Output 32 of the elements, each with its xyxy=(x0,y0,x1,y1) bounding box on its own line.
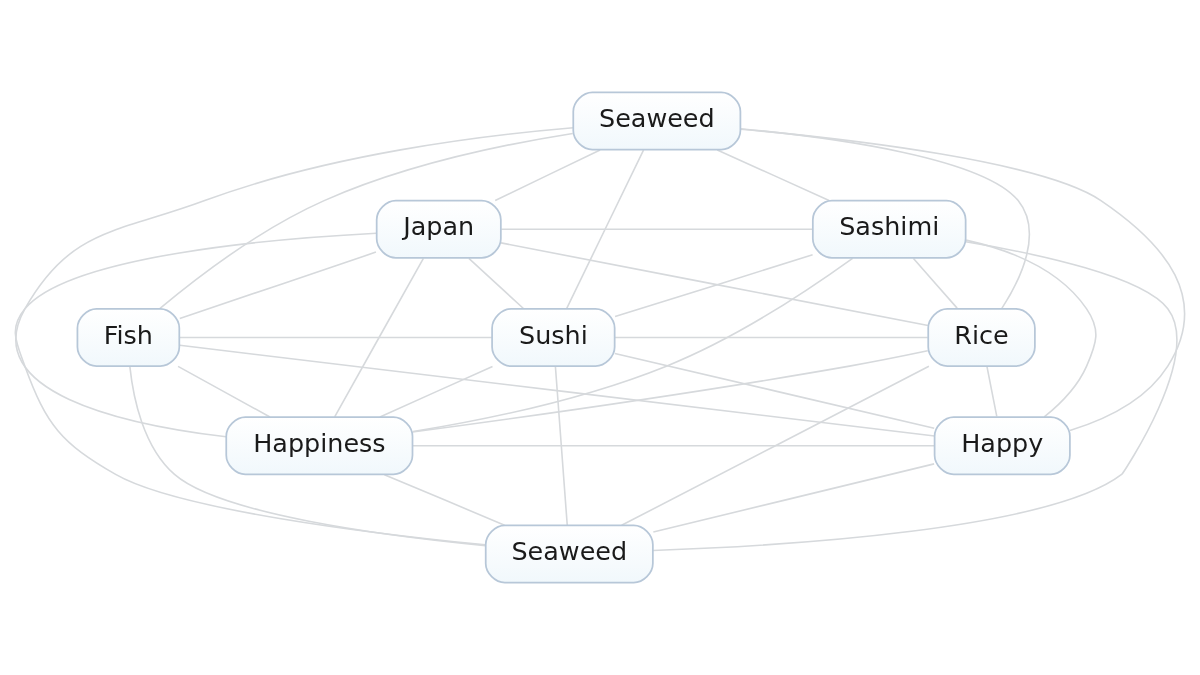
node-box: Happy xyxy=(933,416,1071,476)
connector xyxy=(178,344,936,437)
connector xyxy=(614,352,935,429)
connector xyxy=(739,128,1186,432)
connector xyxy=(159,132,574,310)
connector xyxy=(614,336,929,339)
connector xyxy=(129,365,487,547)
connector xyxy=(178,336,493,339)
connector xyxy=(965,239,1097,418)
connector xyxy=(652,463,935,533)
connector xyxy=(912,257,958,309)
connector xyxy=(412,257,854,433)
node-box: Seaweed xyxy=(572,91,742,151)
connector xyxy=(14,232,487,546)
connector xyxy=(494,149,601,202)
connector xyxy=(333,257,425,418)
node-box: Seaweed xyxy=(484,524,654,584)
connector xyxy=(500,228,814,231)
node-box: Rice xyxy=(927,307,1036,368)
node-box: Fish xyxy=(76,307,181,368)
connector xyxy=(177,365,271,418)
node-box: Happiness xyxy=(225,416,414,476)
connector xyxy=(179,251,377,320)
node-box: Sushi xyxy=(491,307,616,368)
connector xyxy=(652,241,1178,552)
node-box: Sashimi xyxy=(811,199,967,259)
node-box: Japan xyxy=(375,199,502,259)
connector xyxy=(411,444,936,447)
connector xyxy=(614,254,814,318)
connector xyxy=(500,242,929,327)
connector xyxy=(411,350,929,433)
connector xyxy=(15,126,574,438)
